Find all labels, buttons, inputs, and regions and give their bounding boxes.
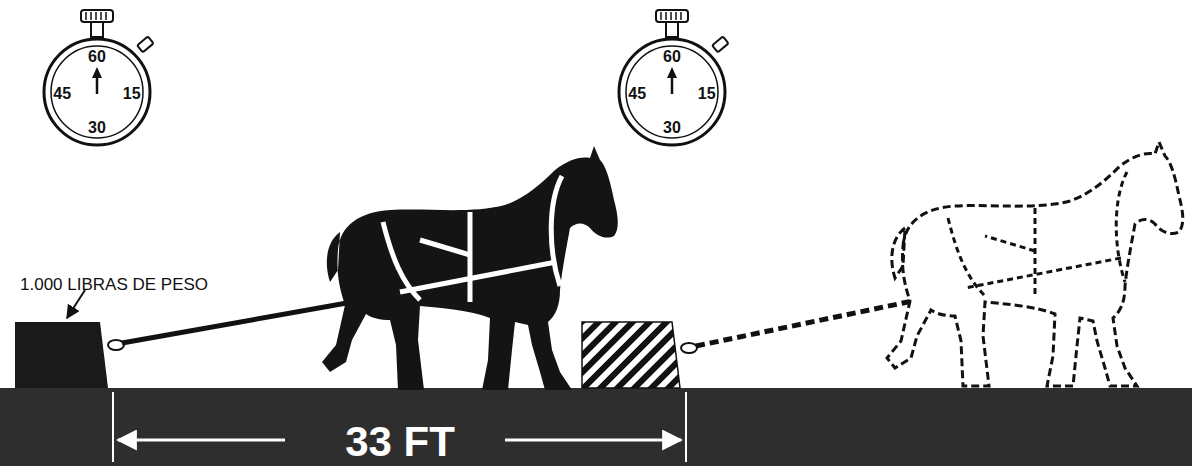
moved-horse [887,142,1183,386]
stopwatch-rim [44,39,150,145]
dimension-tick [112,392,114,462]
dial-number: 45 [628,86,646,102]
dial-number: 60 [88,49,106,65]
dimension-tick [685,392,687,462]
dial-number: 45 [53,86,71,102]
leader-arrow [67,290,85,318]
dial-number: 30 [663,120,681,136]
stopwatch-face: 60 45 15 30 [41,36,153,148]
stopwatch-hand [671,76,674,94]
rope-hook [681,343,697,353]
dimension-arrow [118,439,285,442]
moved-weight-block [582,322,680,388]
horse-harness [383,176,562,302]
horse-outline [887,142,1183,386]
dimension-arrow [505,439,681,442]
stopwatch-dial [626,46,718,138]
weight-block [15,322,108,388]
stopwatch-dial [51,46,143,138]
horse-harness [948,172,1127,298]
stopwatch-rim [619,39,725,145]
weight-label: 1.000 LIBRAS DE PESO [20,276,300,295]
horse-silhouette [322,146,618,390]
dial-number: 15 [123,86,141,102]
dial-number: 15 [698,86,716,102]
stopwatch-hand-tip [667,67,677,78]
dial-number: 60 [663,49,681,65]
rope-hook [108,340,124,350]
stopwatch-hand [96,76,99,94]
ground [0,388,1192,466]
dimension-label: 33 FT [290,419,510,465]
stopwatch-hand-tip [92,67,102,78]
stopwatch-face: 60 45 15 30 [616,36,728,148]
dial-number: 30 [88,120,106,136]
